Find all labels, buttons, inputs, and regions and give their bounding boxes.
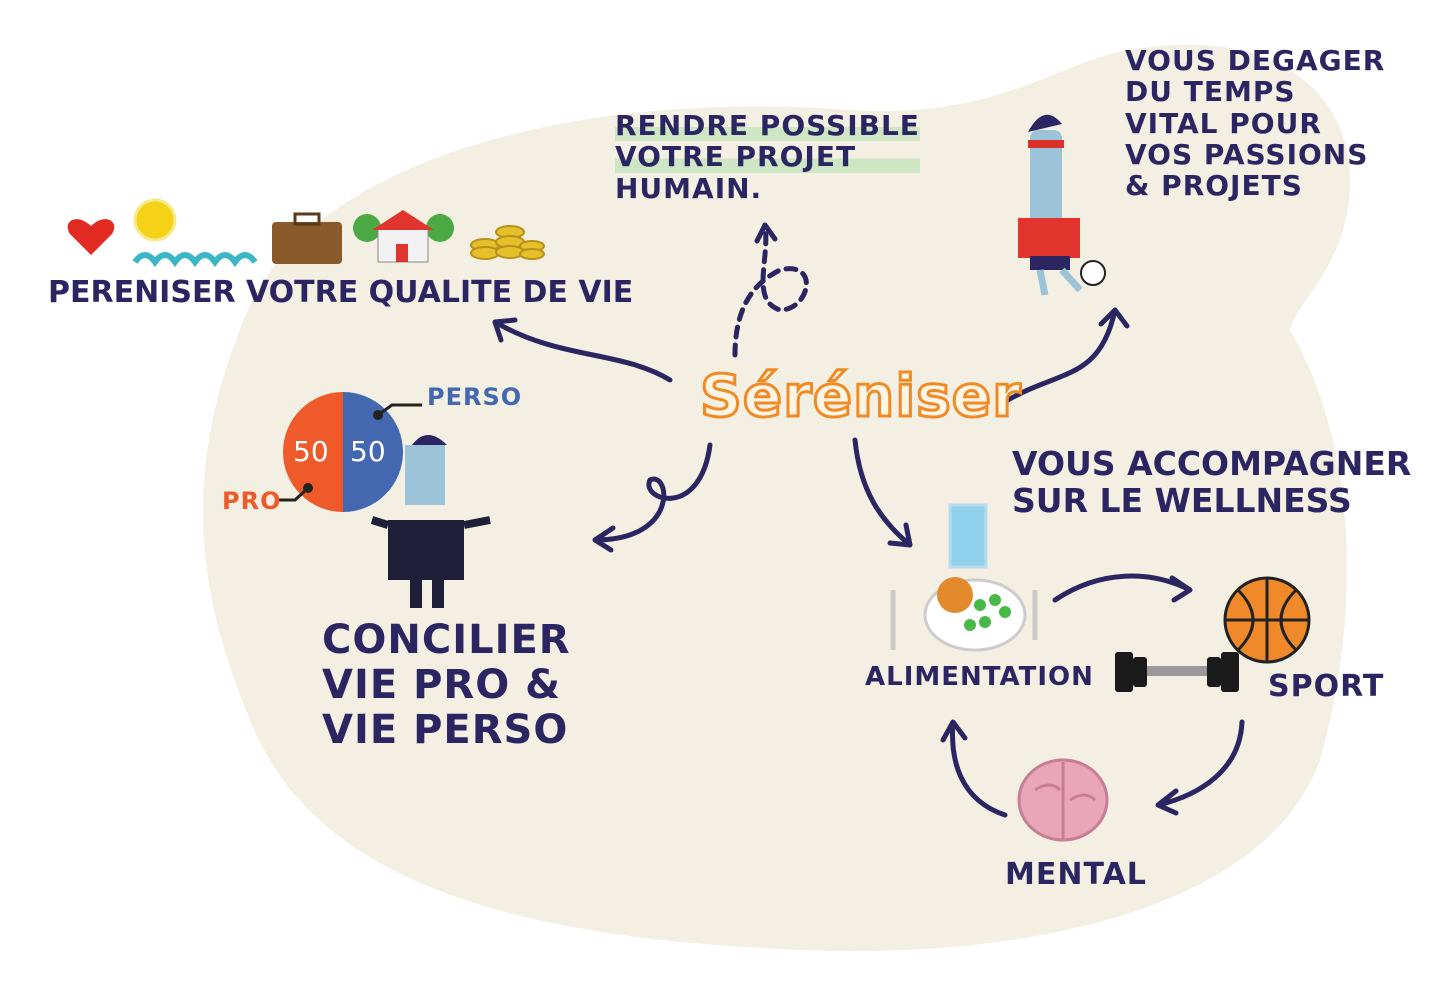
- businessman-icon: [370, 435, 491, 608]
- heart-icon: [67, 219, 115, 255]
- projet-line: votre projet: [615, 141, 920, 173]
- soccer-player-icon: [1018, 114, 1106, 296]
- wellness-line: Vous accompagner: [1012, 444, 1412, 483]
- concilier-line: Concilier: [322, 617, 571, 663]
- pro-perso-pie: [278, 392, 422, 512]
- arrow-temps: [1005, 307, 1130, 403]
- qualite-label: Pereniser votre qualite de vie: [48, 275, 634, 310]
- dumbbell-icon: [1115, 652, 1239, 692]
- temps-text: Vous degager du temps vital pour vos pas…: [1125, 45, 1385, 202]
- coins-icon: [470, 225, 545, 260]
- alimentation-label: Alimentation: [865, 662, 1094, 692]
- pie-perso-value: 50: [350, 435, 386, 468]
- arrows: [492, 222, 1245, 818]
- arrow-to-mental: [1155, 719, 1245, 816]
- projet-text: Rendre possible votre projet humain.: [615, 110, 920, 204]
- wellness-line: sur le wellness: [1012, 480, 1352, 520]
- sport-label: Sport: [1268, 669, 1385, 704]
- concilier-line: vie perso: [322, 706, 569, 753]
- basketball-icon: [1223, 576, 1311, 664]
- temps-line: vos passions: [1125, 138, 1369, 172]
- perso-label: PERSO: [427, 383, 523, 411]
- temps-line: vital pour: [1125, 106, 1322, 140]
- projet-line: humain.: [615, 171, 763, 205]
- wellness-text: Vous accompagner sur le wellness: [1012, 444, 1412, 520]
- temps-line: & projets: [1125, 169, 1303, 203]
- temps-line: du temps: [1125, 75, 1296, 109]
- temps-line: Vous degager: [1125, 44, 1386, 77]
- sun-icon: [133, 198, 177, 242]
- mental-label: Mental: [1005, 857, 1147, 892]
- pie-pro-value: 50: [293, 435, 329, 468]
- pro-label: PRO: [222, 487, 282, 515]
- arrow-to-alimentation: [940, 719, 1008, 818]
- house-icon: [353, 210, 454, 263]
- waves-icon: [132, 252, 258, 268]
- concilier-line: vie pro &: [322, 661, 562, 708]
- arrow-to-sport: [1052, 573, 1193, 603]
- concilier-text: Concilier vie pro & vie perso: [322, 618, 571, 752]
- meal-icon: [890, 503, 1038, 652]
- arrow-qualite: [492, 317, 673, 383]
- suitcase-icon: [272, 222, 342, 264]
- center-title: Séréniser: [699, 361, 1023, 432]
- projet-line: Rendre possible: [615, 109, 920, 142]
- brain-icon: [1017, 758, 1109, 842]
- arrow-wellness: [852, 437, 913, 548]
- arrow-projet: [732, 222, 809, 358]
- arrow-concilier: [592, 442, 713, 553]
